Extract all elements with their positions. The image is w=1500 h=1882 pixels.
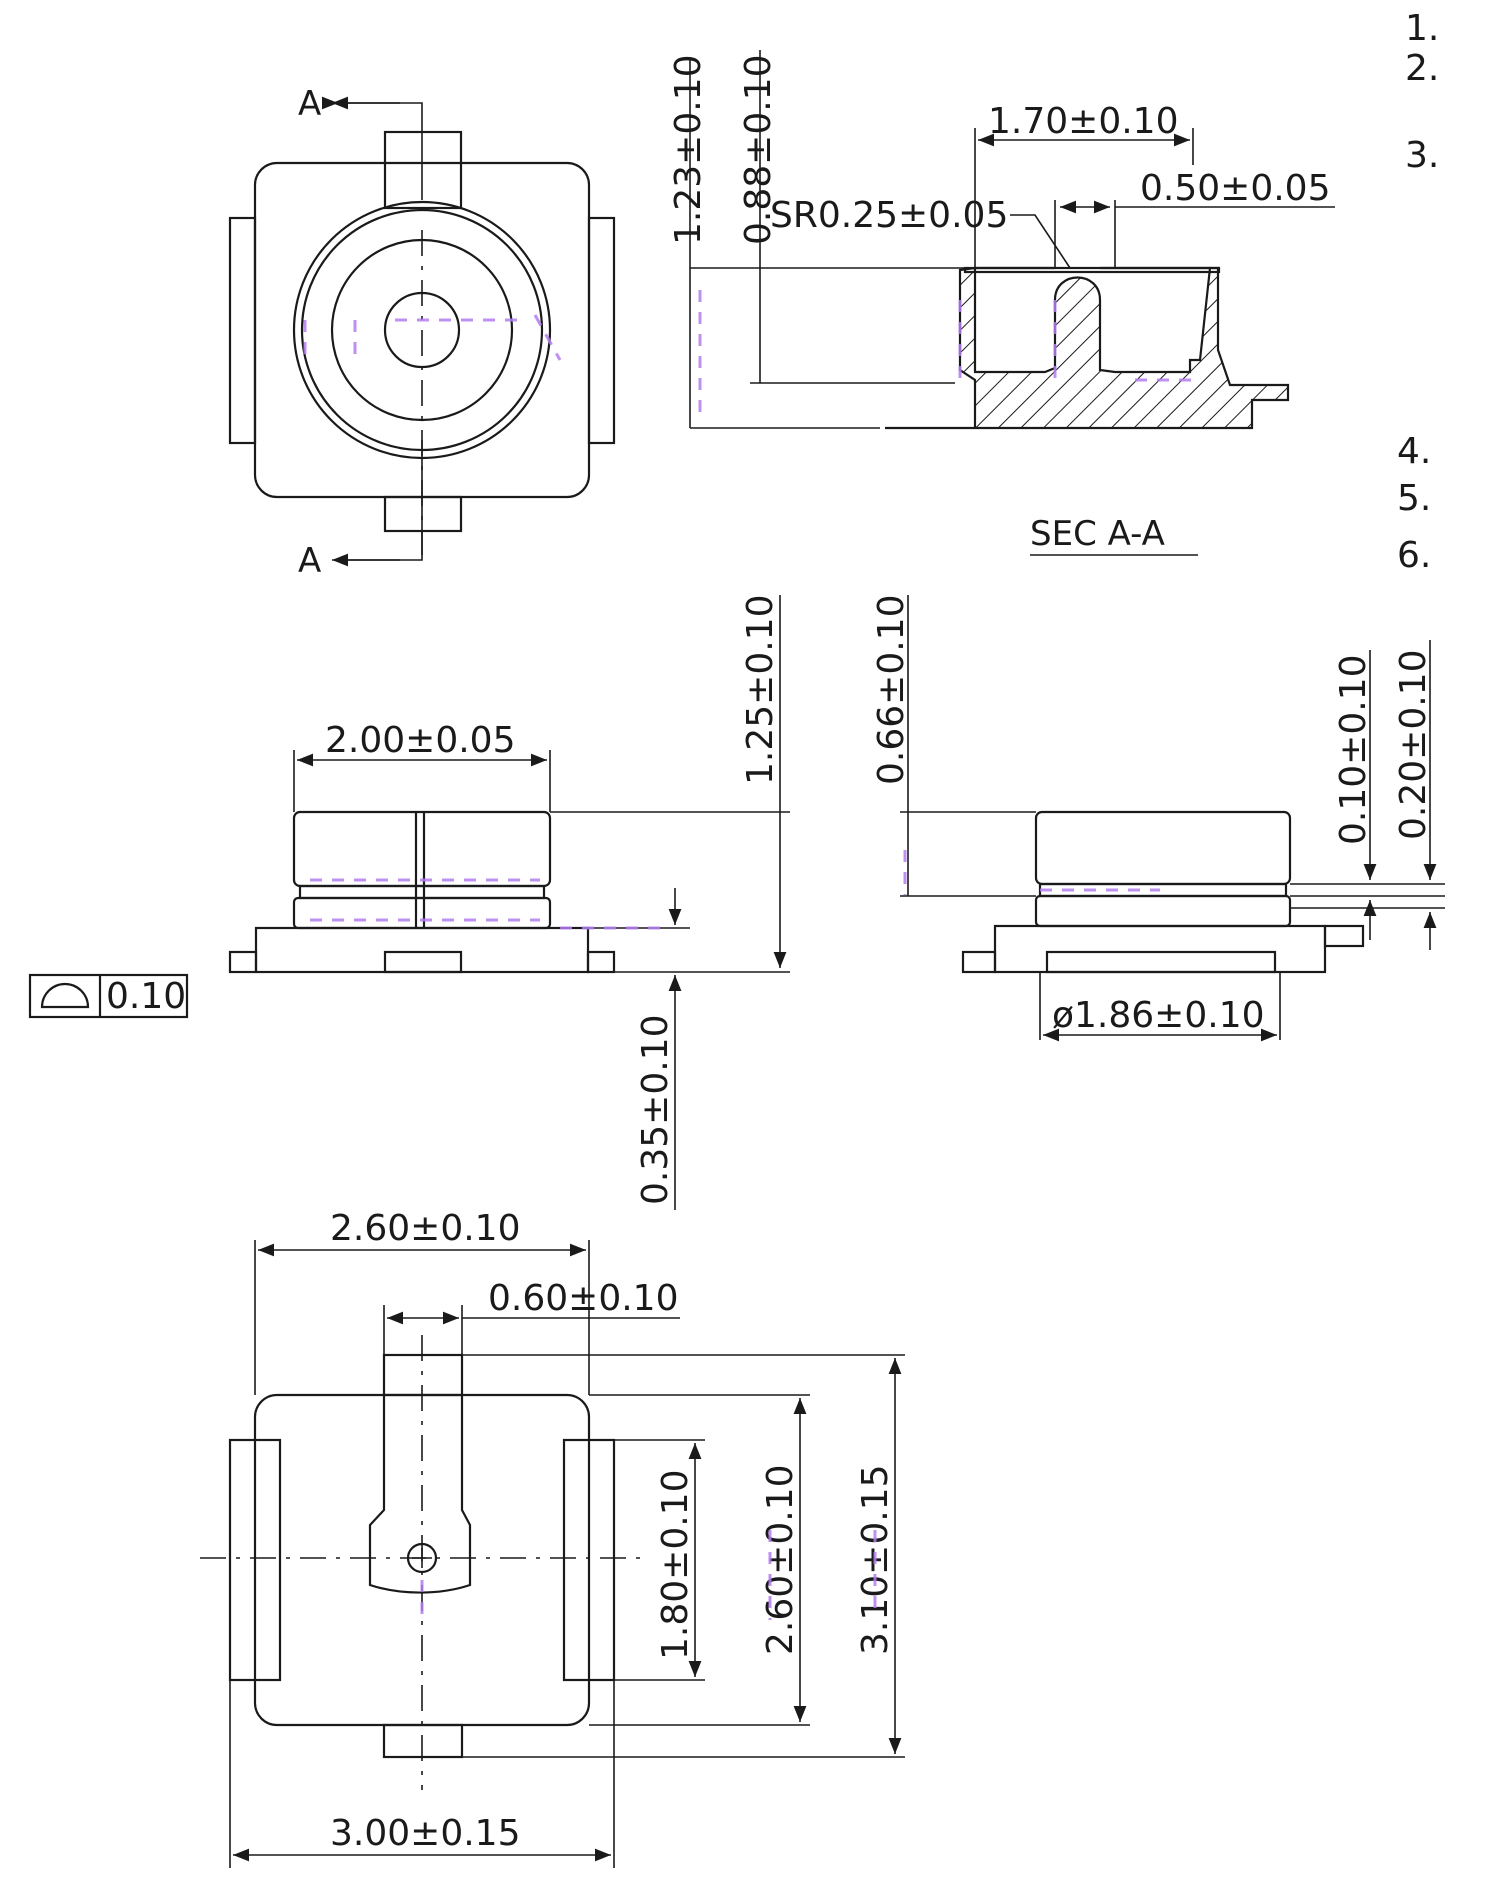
flatness-box [28, 973, 189, 1019]
top-view-left-pad [228, 216, 257, 445]
section-title: SEC A-A [1030, 514, 1165, 554]
section-marker-bottom: A [298, 541, 321, 581]
top-view-bottom-tab [383, 495, 463, 533]
dim-diameter-1.86: ø1.86±0.10 [1052, 995, 1265, 1036]
dim-bottom-2.60-height: 2.60±0.10 [760, 1465, 801, 1655]
note-4: 4. [1397, 431, 1431, 472]
note-1: 1. [1405, 8, 1439, 49]
top-view: A A [228, 84, 616, 581]
dim-sr0.25: SR0.25±0.05 [770, 195, 1008, 236]
dim-bottom-0.60: 0.60±0.10 [488, 1278, 678, 1319]
dim-bottom-2.60-width: 2.60±0.10 [330, 1208, 520, 1249]
flatness-value: 0.10 [106, 976, 186, 1017]
section-view: 1.23±0.10 0.88±0.10 1.70±0.10 0.50±0.05 … [668, 50, 1335, 556]
dim-1.70: 1.70±0.10 [988, 101, 1178, 142]
notes-column: 1. 2. 3. 4. 5. 6. [1397, 8, 1439, 576]
section-marker-top: A [298, 84, 321, 124]
note-3: 3. [1405, 135, 1439, 176]
side-view: 2.00±0.05 1.25±0.10 0.35±0.10 0.10 [28, 595, 790, 1210]
dim-0.35: 0.35±0.10 [635, 1015, 676, 1205]
dim-0.10: 0.10±0.10 [1333, 655, 1374, 845]
note-6: 6. [1397, 535, 1431, 576]
note-2: 2. [1405, 48, 1439, 89]
dim-0.20: 0.20±0.10 [1393, 650, 1434, 840]
dim-0.66: 0.66±0.10 [871, 595, 912, 785]
dim-bottom-3.00: 3.00±0.15 [330, 1813, 520, 1854]
top-view-right-pad [587, 216, 616, 445]
top-view-top-tab [383, 130, 463, 210]
dim-0.88: 0.88±0.10 [738, 55, 779, 245]
dim-bottom-1.80: 1.80±0.10 [655, 1470, 696, 1660]
dim-1.25: 1.25±0.10 [740, 595, 781, 785]
dim-1.23: 1.23±0.10 [668, 55, 709, 245]
section-hatch [885, 266, 1290, 430]
right-view: 0.66±0.10 0.10±0.10 0.20±0.10 ø1.86±0.10 [871, 595, 1445, 1042]
flatness-symbol-icon [40, 982, 90, 1009]
note-5: 5. [1397, 478, 1431, 519]
bottom-view: 2.60±0.10 0.60±0.10 1.80±0.10 2.60±0.10 … [200, 1208, 905, 1868]
dim-0.50: 0.50±0.05 [1140, 168, 1330, 209]
dim-2.00: 2.00±0.05 [325, 720, 515, 761]
